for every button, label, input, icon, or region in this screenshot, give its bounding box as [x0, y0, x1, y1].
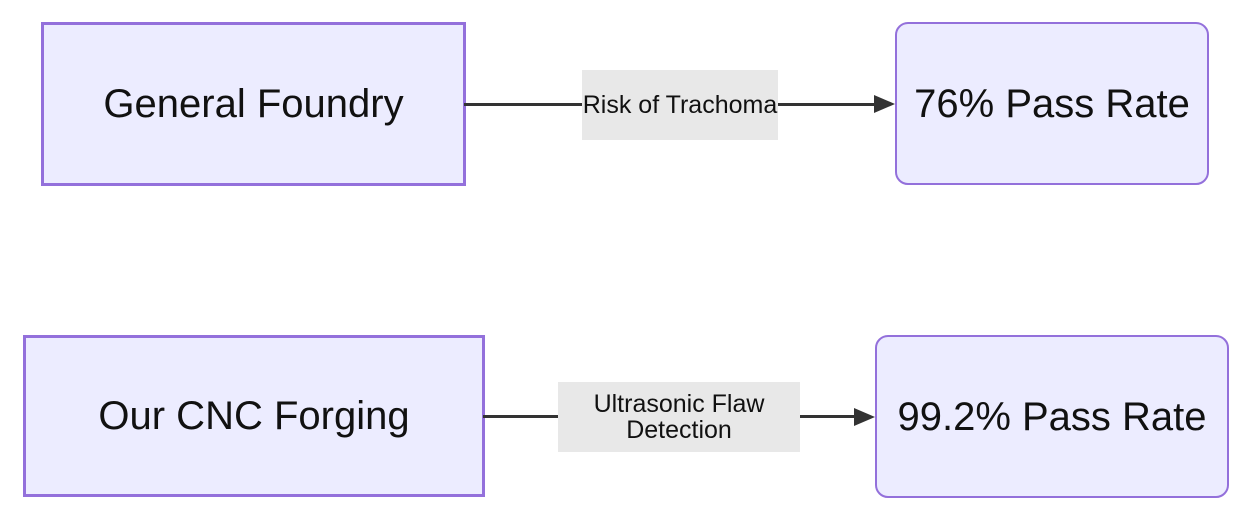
arrowhead-right-icon — [854, 408, 875, 426]
node-general-foundry-label: General Foundry — [103, 82, 404, 126]
node-our-cnc-forging: Our CNC Forging — [23, 335, 485, 497]
node-99-2-pass-rate: 99.2% Pass Rate — [875, 335, 1229, 498]
arrowhead-right-icon — [874, 95, 895, 113]
node-general-foundry: General Foundry — [41, 22, 466, 186]
edge-label-text: Ultrasonic Flaw Detection — [593, 389, 765, 444]
edge-label-risk-of-trachoma: Risk of Trachoma — [582, 70, 778, 140]
edge-label-ultrasonic-flaw-detection: Ultrasonic Flaw Detection — [558, 382, 800, 452]
node-76-pass-rate-label: 76% Pass Rate — [914, 81, 1190, 126]
node-our-cnc-forging-label: Our CNC Forging — [98, 394, 410, 438]
node-76-pass-rate: 76% Pass Rate — [895, 22, 1209, 185]
edge-label-text: Risk of Trachoma — [582, 90, 778, 119]
node-99-2-pass-rate-label: 99.2% Pass Rate — [897, 394, 1207, 439]
